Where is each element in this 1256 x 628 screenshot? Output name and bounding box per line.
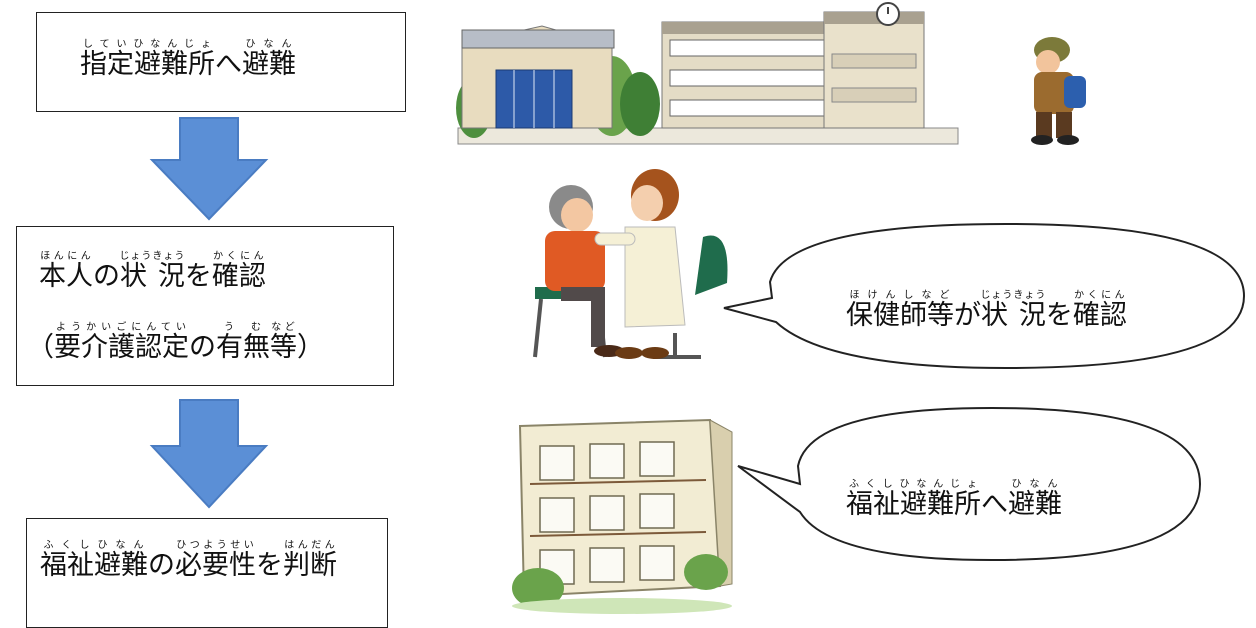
- furigana-term: 福祉避難所ふくしひなんじょ: [846, 479, 981, 520]
- step-2-line-2: （要介護認定ようかいごにんていの有無うむ等など）: [27, 322, 324, 361]
- furigana-reading: していひなんじょ: [80, 39, 215, 50]
- text-segment: を: [256, 550, 283, 581]
- speech-bubble-1-text: 保健師等ほけんしなどが状 況じょうきょうを確認かくにん: [846, 290, 1127, 329]
- furigana-term: 福祉避難ふくしひなん: [40, 540, 148, 581]
- step-box-1: 指定避難所していひなんじょへ避難ひなん: [36, 12, 406, 112]
- furigana-reading: じょうきょう: [119, 251, 186, 262]
- welfare-facility-building-illustration: [512, 418, 733, 614]
- furigana-term: 必要性ひつようせい: [175, 540, 256, 581]
- text-segment: へ: [215, 49, 242, 80]
- text-segment: が: [954, 300, 981, 331]
- furigana-term: 指定避難所していひなんじょ: [80, 39, 215, 80]
- walking-evacuee-illustration: [1031, 37, 1086, 145]
- furigana-reading: うむ: [216, 322, 270, 333]
- furigana-term: 要介護認定ようかいごにんてい: [54, 322, 189, 363]
- furigana-reading: など: [270, 322, 297, 333]
- furigana-term: 保健師等ほけんしなど: [846, 290, 954, 331]
- school-and-gym-illustration: [456, 2, 959, 145]
- furigana-term: 状 況じょうきょう: [980, 290, 1047, 331]
- health-nurse-checking-elder-illustration: [533, 169, 728, 359]
- furigana-reading: かくにん: [211, 251, 266, 262]
- furigana-reading: ほんにん: [39, 251, 93, 262]
- furigana-reading: ひなん: [242, 39, 296, 50]
- furigana-term: 等など: [270, 322, 297, 363]
- speech-bubble-2: [737, 406, 1202, 562]
- furigana-term: 避難ひなん: [242, 39, 296, 80]
- furigana-reading: かくにん: [1072, 290, 1127, 301]
- step-box-2: 本人ほんにんの状 況じょうきょうを確認かくにん （要介護認定ようかいごにんていの…: [16, 226, 394, 386]
- furigana-term: 確認かくにん: [211, 251, 266, 292]
- text-segment: （: [27, 332, 54, 363]
- furigana-reading: ようかいごにんてい: [54, 322, 189, 333]
- furigana-reading: ふくしひなん: [40, 540, 148, 551]
- step-2-line-1: 本人ほんにんの状 況じょうきょうを確認かくにん: [39, 251, 266, 290]
- furigana-reading: ひつようせい: [175, 540, 256, 551]
- furigana-term: 判断はんだん: [283, 540, 337, 581]
- furigana-term: 確認かくにん: [1072, 290, 1127, 331]
- speech-bubble-1: [723, 222, 1246, 370]
- speech-bubble-2-text: 福祉避難所ふくしひなんじょへ避難ひなん: [846, 479, 1062, 518]
- text-segment: を: [184, 261, 212, 292]
- furigana-reading: ほけんしなど: [846, 290, 954, 301]
- step-box-3: 福祉避難ふくしひなんの必要性ひつようせいを判断はんだん: [26, 518, 388, 628]
- step-1-line-1: 指定避難所していひなんじょへ避難ひなん: [80, 39, 296, 78]
- step-3-line-1: 福祉避難ふくしひなんの必要性ひつようせいを判断はんだん: [40, 540, 337, 579]
- down-arrow-1: [149, 117, 269, 221]
- text-segment: ）: [297, 332, 324, 363]
- furigana-term: 有無うむ: [216, 322, 270, 363]
- furigana-reading: はんだん: [283, 540, 337, 551]
- text-segment: を: [1045, 300, 1073, 331]
- furigana-reading: ひなん: [1008, 479, 1062, 490]
- text-segment: の: [93, 261, 120, 292]
- furigana-term: 避難ひなん: [1008, 479, 1062, 520]
- furigana-term: 本人ほんにん: [39, 251, 93, 292]
- furigana-reading: じょうきょう: [980, 290, 1047, 301]
- text-segment: の: [148, 550, 175, 581]
- furigana-term: 状 況じょうきょう: [119, 251, 186, 292]
- text-segment: へ: [981, 489, 1008, 520]
- text-segment: の: [189, 332, 216, 363]
- furigana-reading: ふくしひなんじょ: [846, 479, 981, 490]
- down-arrow-2: [149, 399, 269, 509]
